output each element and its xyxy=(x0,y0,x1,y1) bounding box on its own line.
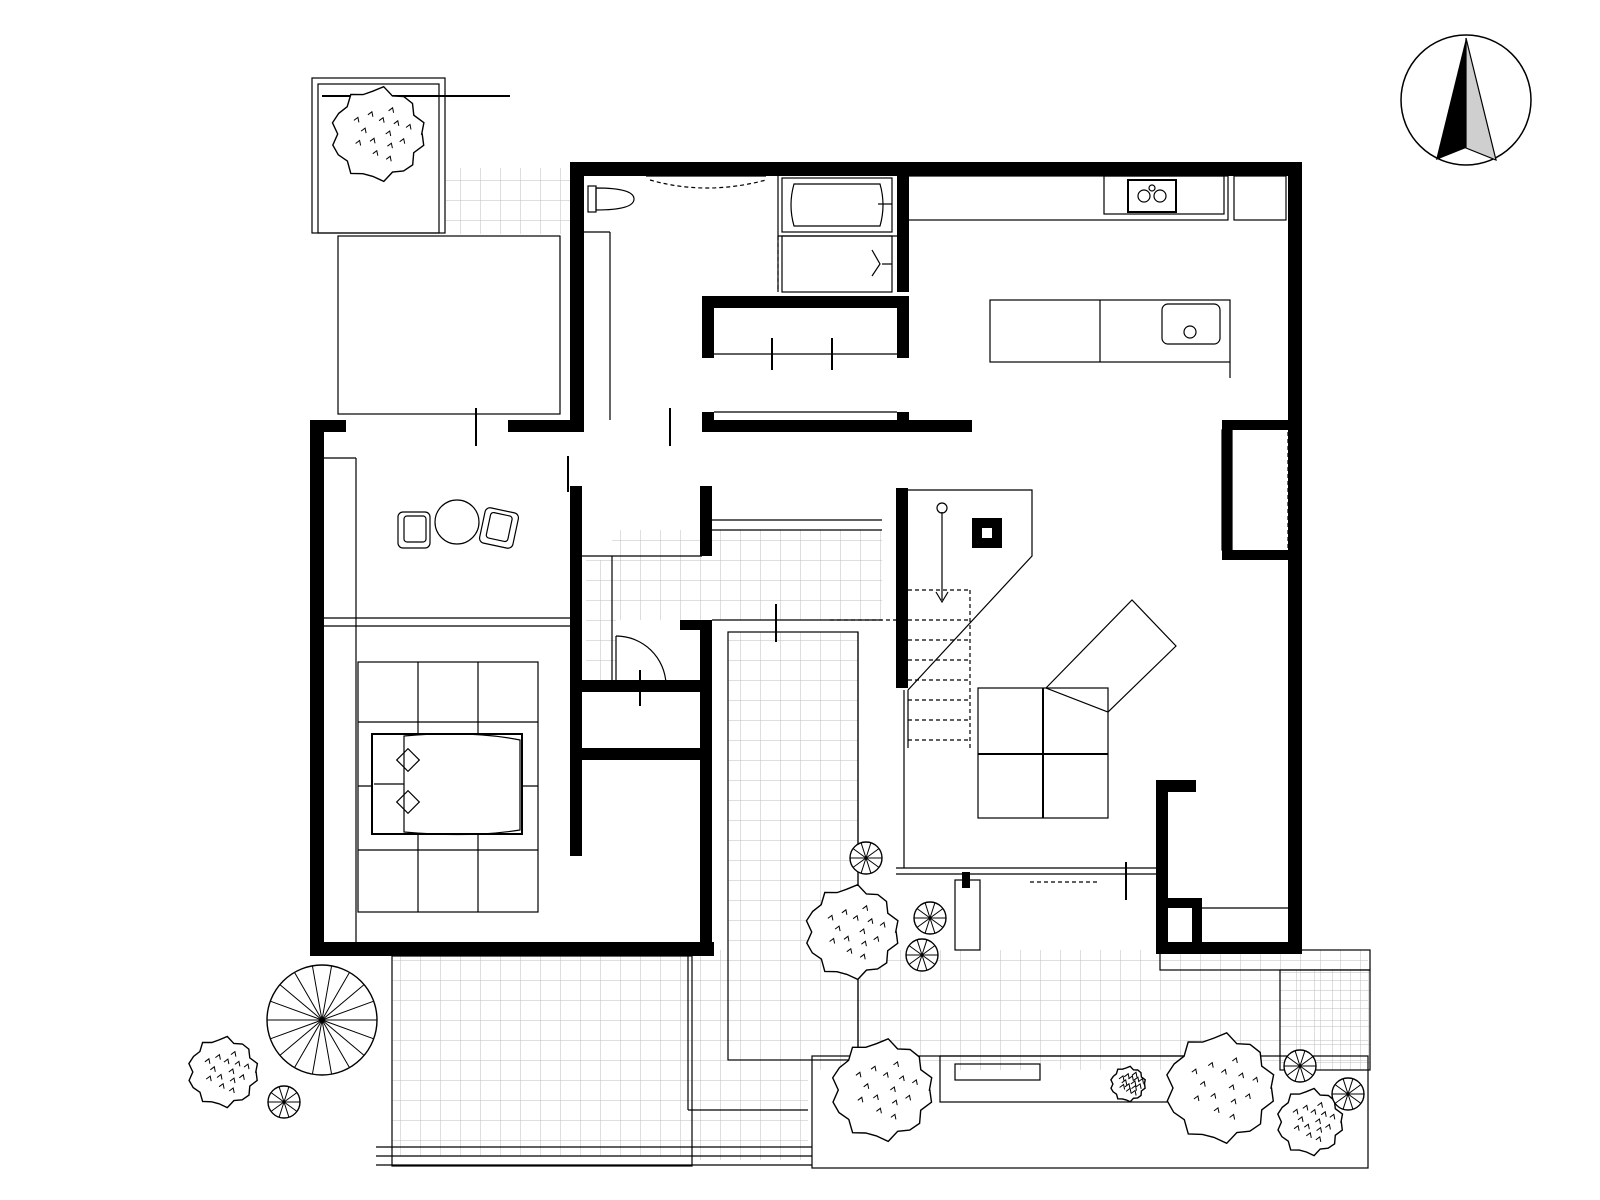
armchair-icon xyxy=(478,507,520,549)
kitchen-island xyxy=(989,299,1231,363)
shrub-icon xyxy=(1283,1049,1317,1083)
kitchen xyxy=(907,175,1287,378)
shrub-icon xyxy=(849,841,883,875)
north-entry-paving xyxy=(446,168,572,234)
tree-icon xyxy=(1277,1087,1344,1157)
bedroom xyxy=(357,661,539,913)
tree-icon xyxy=(331,85,425,183)
shower-icon xyxy=(781,235,893,293)
tree-icon xyxy=(831,1037,933,1143)
shrub-icon xyxy=(1331,1077,1365,1111)
tree-icon xyxy=(805,883,899,981)
cooktop-icon xyxy=(1103,175,1225,215)
tree-icon xyxy=(1166,1031,1275,1145)
staircase-icon xyxy=(907,489,1033,748)
sofa-icon xyxy=(977,599,1177,819)
tatami-mat xyxy=(357,661,539,913)
cooktop-burners-icon xyxy=(1127,179,1177,213)
shrub-icon xyxy=(913,901,947,935)
kitchen-sink-icon xyxy=(1161,303,1221,345)
north-arrow-icon xyxy=(1400,34,1532,166)
living-area xyxy=(907,489,1177,819)
armchair-icon xyxy=(397,511,431,549)
vegetation xyxy=(188,85,1365,1157)
outdoor-outlines xyxy=(311,77,1371,1169)
corridor-paving xyxy=(586,560,616,690)
round-table-icon xyxy=(434,499,480,545)
shrub-icon xyxy=(267,1085,301,1119)
partitions xyxy=(324,176,1289,944)
bathtub-icon xyxy=(781,177,893,233)
doors xyxy=(475,175,1127,900)
north-courtyard-paving xyxy=(337,235,561,415)
bathroom-fixtures xyxy=(587,177,893,293)
hall-paving xyxy=(612,530,882,620)
double-bed-icon xyxy=(371,733,523,836)
walls xyxy=(310,162,1302,956)
shrub-icon xyxy=(266,964,378,1076)
tree-icon xyxy=(188,1035,259,1109)
southwest-terrace-paving xyxy=(392,956,692,1156)
paving xyxy=(337,168,1370,1160)
shrub-icon xyxy=(905,938,939,972)
tree-icon xyxy=(1110,1065,1146,1103)
south-terrace-paving xyxy=(688,950,1368,1070)
toilet-icon xyxy=(587,185,635,213)
dining-set xyxy=(397,499,520,549)
